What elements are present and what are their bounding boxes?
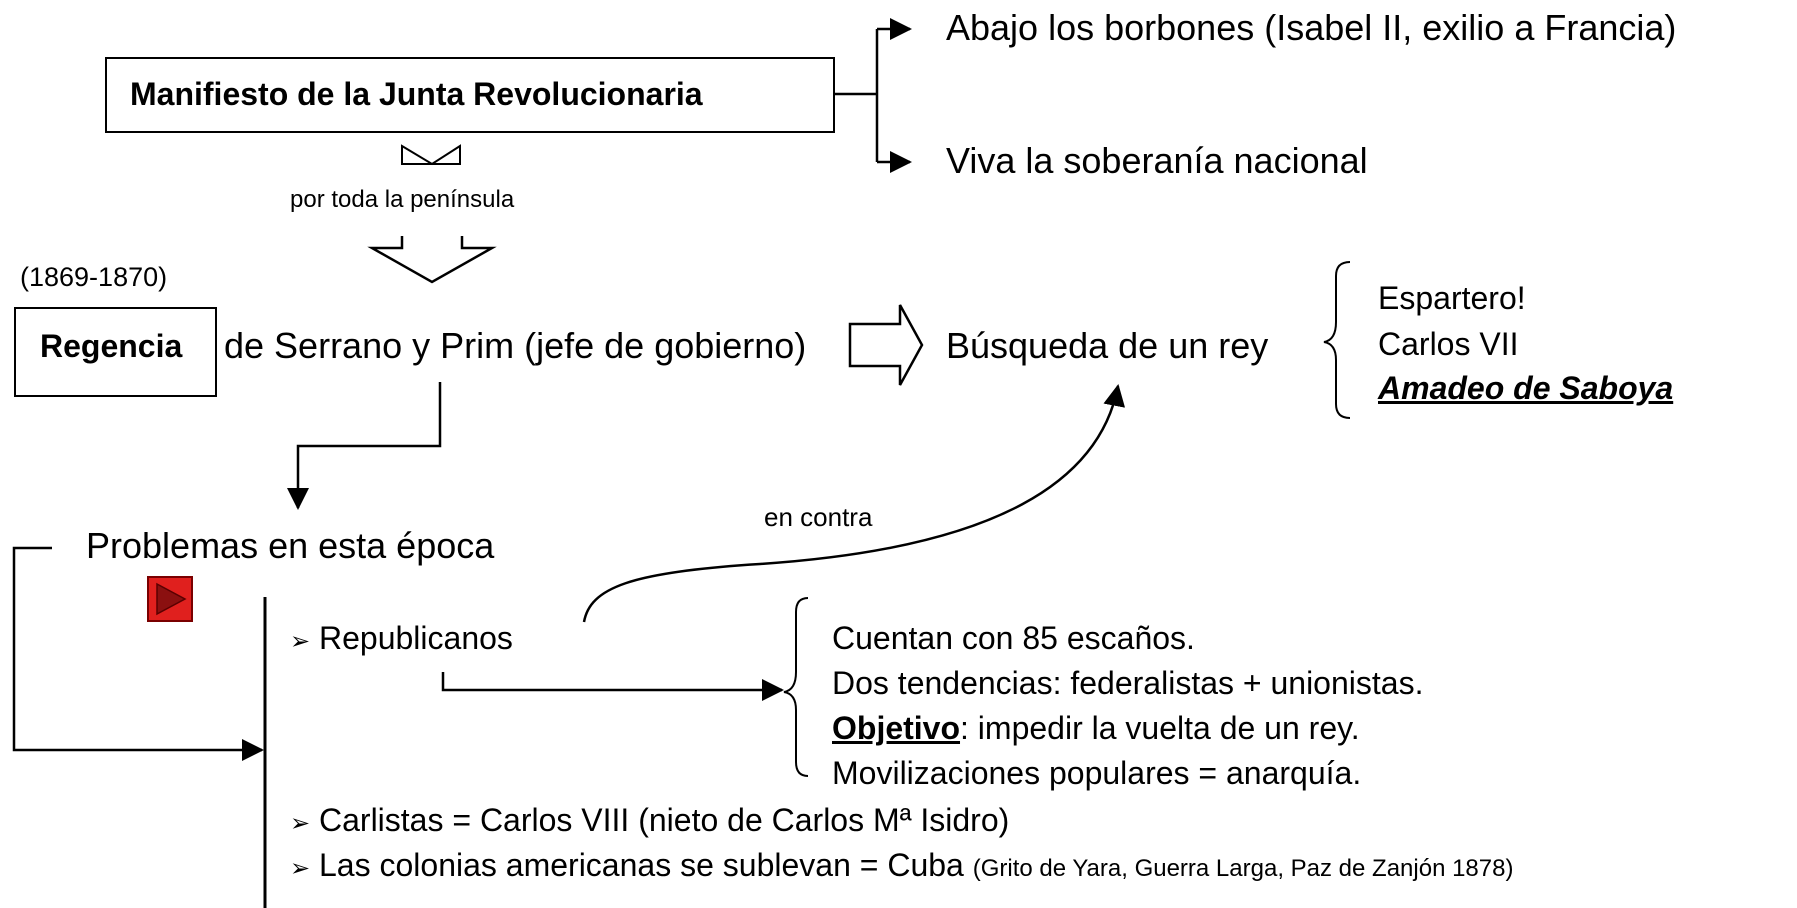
detail-1: Cuentan con 85 escaños. (832, 620, 1195, 656)
en-contra-label: en contra (764, 502, 873, 532)
play-button[interactable] (147, 576, 193, 622)
manifiesto-box (105, 57, 835, 133)
regencia-label: Regencia (40, 328, 183, 364)
republicanos-to-details-arrow (441, 672, 784, 701)
objetivo-label: Objetivo (832, 710, 961, 746)
outcome-1: Abajo los borbones (Isabel II, exilio a … (946, 7, 1677, 48)
regencia-to-problemas-arrow (287, 382, 442, 510)
bullet-icon: ➢ (290, 627, 311, 655)
manifiesto-outcome-connector (834, 18, 912, 173)
candidate-2: Carlos VII (1378, 326, 1519, 362)
colonias-note: (Grito de Yara, Guerra Larga, Paz de Zan… (972, 855, 1514, 882)
carlistas-text: Carlistas = Carlos VIII (nieto de Carlos… (319, 802, 1010, 838)
problemas-loop-arrow (12, 546, 264, 761)
regencia-detail: de Serrano y Prim (jefe de gobierno) (224, 325, 807, 366)
republicanos-item: ➢ Republicanos (290, 622, 513, 654)
notch-arrow (401, 144, 461, 166)
republicanos-label: Republicanos (319, 620, 513, 656)
detail-3: Movilizaciones populares = anarquía. (832, 755, 1362, 791)
regencia-years: (1869-1870) (20, 262, 168, 292)
details-brace (783, 597, 809, 777)
outcome-2: Viva la soberanía nacional (946, 140, 1368, 181)
manifiesto-title: Manifiesto de la Junta Revolucionaria (130, 76, 703, 112)
detail-objetivo: Objetivo: impedir la vuelta de un rey. (832, 712, 1360, 744)
bullet-icon: ➢ (290, 854, 311, 882)
problemas-title: Problemas en esta época (86, 525, 495, 566)
detail-2: Dos tendencias: federalistas + unionista… (832, 665, 1424, 701)
candidate-1: Espartero! (1378, 280, 1526, 316)
right-hollow-arrow (848, 304, 924, 386)
objetivo-text: : impedir la vuelta de un rey. (960, 710, 1360, 746)
spread-label: por toda la península (290, 186, 515, 213)
candidates-brace (1323, 261, 1351, 419)
down-hollow-arrow (367, 236, 497, 284)
play-icon (156, 582, 187, 616)
colonias-main: Las colonias americanas se sublevan = Cu… (319, 847, 964, 883)
bullet-icon: ➢ (290, 809, 311, 837)
candidate-3: Amadeo de Saboya (1378, 370, 1674, 406)
busqueda-label: Búsqueda de un rey (946, 325, 1269, 366)
regencia-box (14, 307, 217, 397)
carlistas-item: ➢ Carlistas = Carlos VIII (nieto de Carl… (290, 804, 1009, 836)
colonias-item: ➢ Las colonias americanas se sublevan = … (290, 849, 1513, 881)
en-contra-curve (582, 384, 1126, 623)
